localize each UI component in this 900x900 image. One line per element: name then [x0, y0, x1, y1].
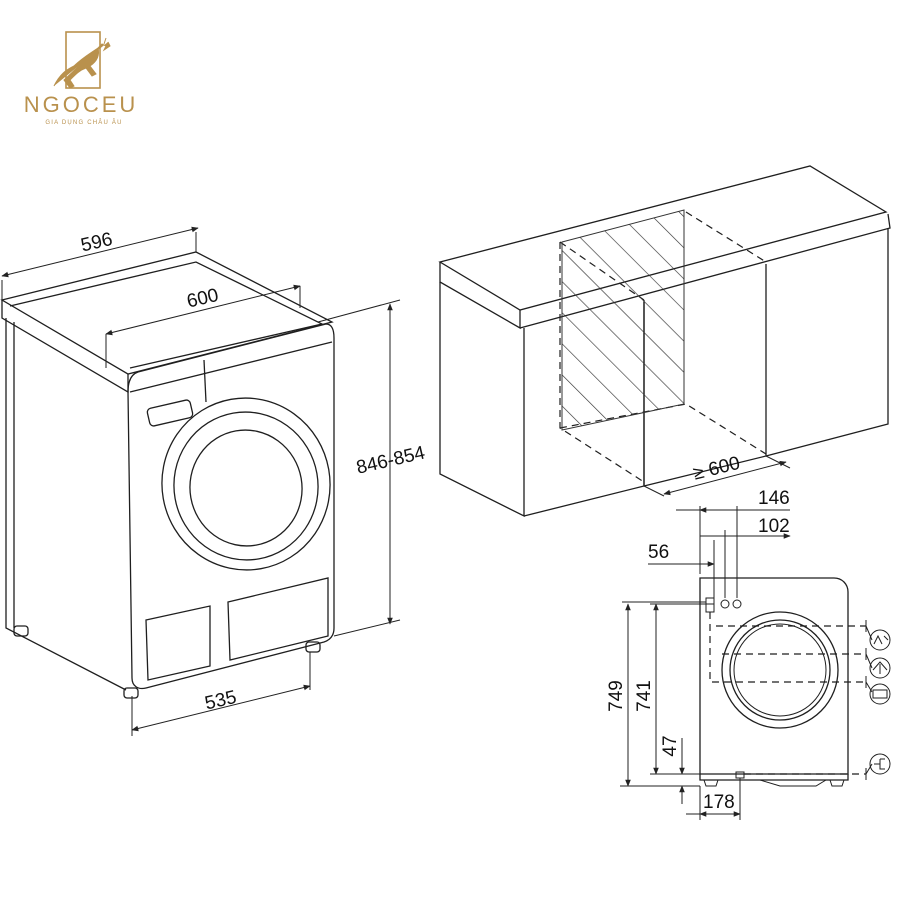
water-inlet-icon — [869, 657, 891, 679]
front-depth-label: 535 — [203, 687, 239, 715]
rear-connection-view: 146 102 56 749 741 47 178 — [606, 488, 891, 820]
front-width-label: 596 — [79, 229, 115, 257]
rear-dim-178: 178 — [703, 792, 735, 813]
power-plug-icon — [869, 753, 891, 775]
rear-dim-102: 102 — [758, 516, 790, 537]
niche-installation-view: ≥ 600 — [438, 165, 891, 518]
brand-tagline: GIA DỤNG CHÂU ÂU — [45, 119, 122, 126]
deer-logo-icon — [53, 31, 111, 89]
rear-dim-749: 749 — [606, 680, 627, 712]
rear-dim-741: 741 — [634, 680, 655, 712]
front-top-width-label: 600 — [185, 285, 221, 313]
brand-logo: NGOCEU GIA DỤNG CHÂU ÂU — [24, 31, 139, 126]
vent-connection-icon — [869, 629, 891, 651]
rear-dim-47: 47 — [660, 735, 681, 756]
brand-name: NGOCEU — [24, 92, 139, 117]
rear-dim-146: 146 — [758, 488, 790, 509]
dryer-perspective-view: 596 600 846-854 535 — [0, 226, 428, 736]
front-height-label: 846-854 — [354, 442, 427, 478]
rear-dim-56: 56 — [648, 542, 669, 563]
drain-icon — [869, 683, 891, 705]
